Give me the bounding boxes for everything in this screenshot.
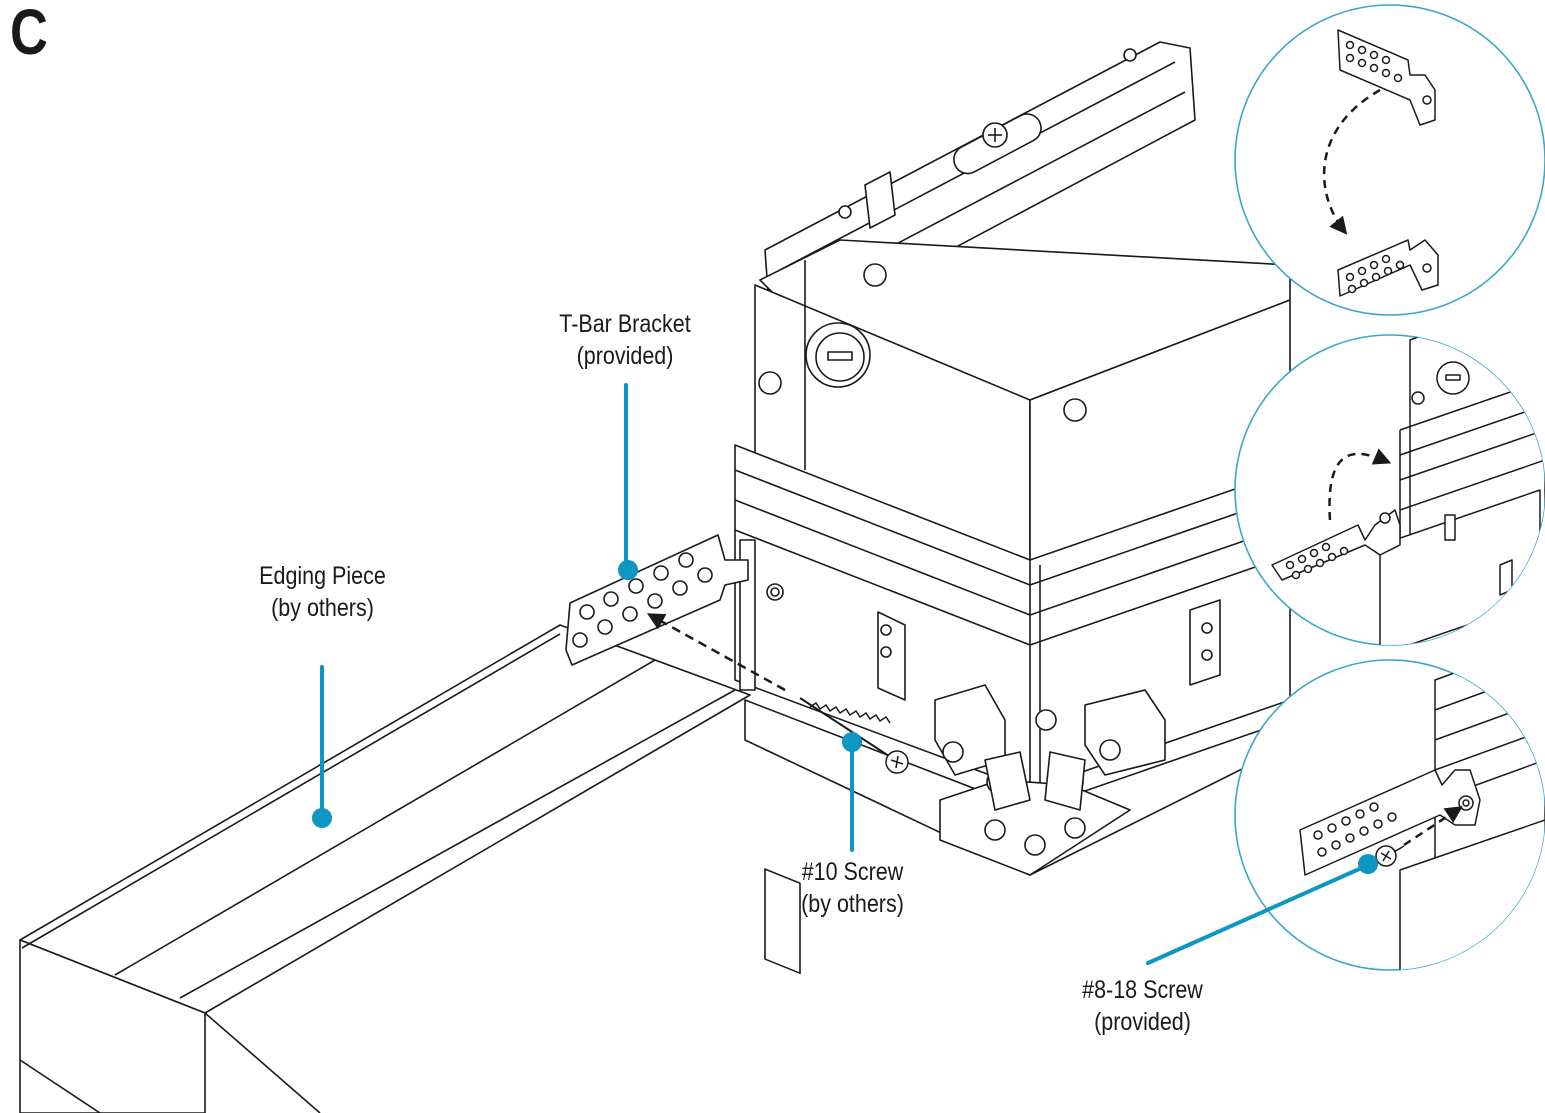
- screw10-callout-dot-icon: [842, 732, 862, 752]
- tbar-bracket: [565, 534, 749, 666]
- fixture-housing: [734, 41, 1291, 975]
- label-edging-piece: Edging Piece (by others): [234, 560, 410, 624]
- label-screw10-line1: #10 Screw: [801, 858, 904, 886]
- screw-10: [799, 697, 909, 774]
- detail-circle-fasten: [1234, 659, 1545, 971]
- label-screw818-line1: #8-18 Screw: [1082, 976, 1203, 1004]
- edging-piece: [19, 624, 751, 1113]
- label-screw10-line2: (by others): [801, 890, 904, 918]
- insertion-arrow: [646, 613, 786, 692]
- screw818-callout-dot-icon: [1358, 854, 1378, 874]
- label-tbar-bracket: T-Bar Bracket (provided): [535, 308, 716, 372]
- screw818-leader: [1146, 864, 1368, 965]
- label-edging-line2: (by others): [271, 594, 374, 622]
- label-screw-10: #10 Screw (by others): [769, 856, 937, 920]
- tbar-callout-dot-icon: [618, 560, 638, 580]
- step-letter: C: [10, 0, 48, 68]
- label-edging-line1: Edging Piece: [259, 562, 386, 590]
- label-screw-8-18: #8-18 Screw (provided): [1054, 974, 1230, 1038]
- callout-leaders: [312, 383, 1378, 965]
- label-tbar-line2: (provided): [576, 342, 674, 370]
- label-tbar-line1: T-Bar Bracket: [559, 310, 691, 338]
- detail-circle-rotate: [1234, 4, 1545, 316]
- edging-callout-dot-icon: [312, 808, 332, 828]
- label-screw818-line2: (provided): [1094, 1008, 1191, 1036]
